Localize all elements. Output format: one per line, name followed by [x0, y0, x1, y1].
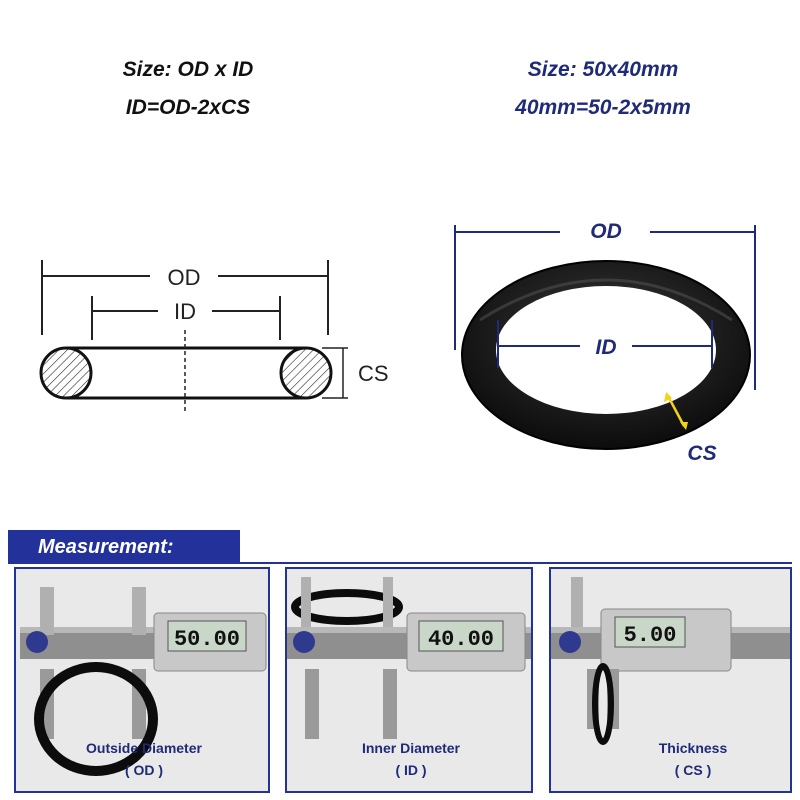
formula-id-label: ID=OD-2xCS	[125, 96, 251, 119]
example-size-label: Size: 50x40mm	[527, 58, 679, 81]
example-id-label: 40mm=50-2x5mm	[515, 96, 691, 119]
caliper-icon: 50.00	[16, 569, 268, 791]
caption-id-abbr: ( ID )	[395, 762, 427, 778]
caliper-icon: 5.00	[551, 569, 790, 791]
photo-cs-label: CS	[687, 442, 716, 465]
measurement-panel-cs: 5.00 Thickness ( CS )	[549, 567, 792, 793]
diagram-od-label: OD	[168, 265, 201, 290]
lcd-reading-id: 40.00	[428, 627, 494, 652]
caption-id: Inner Diameter	[361, 740, 461, 756]
caption-od-abbr: ( OD )	[124, 762, 164, 778]
oring-cross-section-diagram: OD ID CS	[39, 260, 389, 412]
photo-id-label: ID	[596, 336, 617, 359]
caption-cs-abbr: ( CS )	[674, 762, 712, 778]
measurement-panel-id: 40.00 Inner Diameter ( ID )	[285, 567, 533, 793]
oring-photo: OD ID CS	[454, 220, 756, 465]
measurement-banner: Measurement:	[8, 530, 240, 564]
caption-od: Outside Diameter	[86, 740, 202, 756]
diagram-cs-label: CS	[358, 361, 389, 386]
lcd-reading-cs: 5.00	[624, 623, 677, 648]
measurement-panel-od: 50.00 Outside Diameter ( OD )	[14, 567, 270, 793]
caption-cs: Thickness	[658, 740, 728, 756]
caliper-icon: 40.00	[287, 569, 531, 791]
formula-size-label: Size: OD x ID	[122, 58, 254, 81]
diagram-id-label: ID	[174, 299, 196, 324]
lcd-reading-od: 50.00	[174, 627, 240, 652]
photo-od-label: OD	[590, 220, 622, 243]
measurement-rule	[8, 562, 792, 564]
